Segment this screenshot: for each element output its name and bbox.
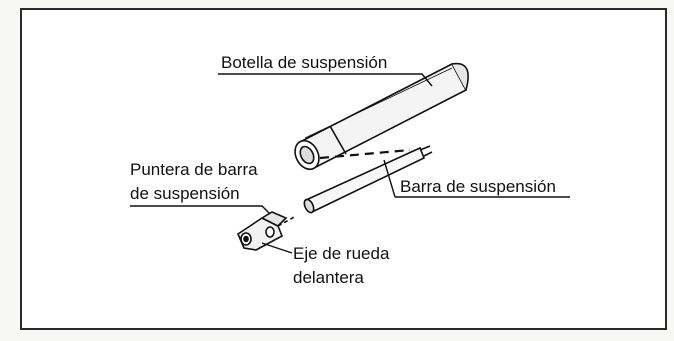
label-suspension-bar: Barra de suspensión <box>400 177 556 196</box>
suspension-bar <box>303 145 433 214</box>
label-bar-tip-line1: Puntera de barra <box>130 160 258 179</box>
bar-tip-assembly <box>237 211 297 251</box>
insertion-dash-line <box>319 148 411 160</box>
leader-lines <box>130 73 570 254</box>
label-bar-tip-line2: de suspensión <box>130 184 240 203</box>
diagram-frame <box>20 8 667 330</box>
suspension-bottle <box>294 62 469 171</box>
label-suspension-bottle: Botella de suspensión <box>221 53 388 72</box>
label-wheel-axle-line1: Eje de rueda <box>293 244 390 263</box>
label-wheel-axle-line2: delantera <box>293 268 364 287</box>
